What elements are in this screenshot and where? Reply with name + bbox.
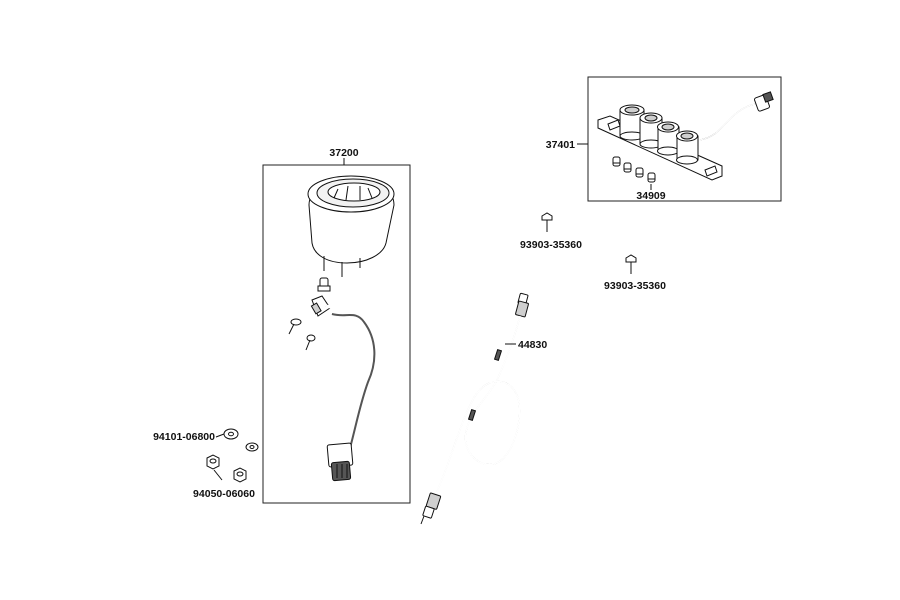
mount-screw-2 [305,334,316,351]
speedometer-cable [420,292,529,525]
washer-2 [245,442,259,452]
bulbs-group [612,156,656,183]
label-37200: 37200 [329,147,358,159]
label-94050-06060: 94050-06060 [193,488,255,500]
speedometer-group-box [262,164,411,504]
bulb-socket [317,277,331,292]
mount-screw-1 [288,318,302,335]
washer-leader-line [215,433,225,438]
indicator-lamp-assembly [597,91,774,181]
label-37401: 37401 [546,139,575,151]
wiring-harness [310,295,376,482]
speedometer-gauge [307,175,395,277]
nut-1 [206,454,220,470]
screw-a [541,212,553,232]
screw-b [625,254,637,274]
indicator-group-box [587,76,782,202]
label-93903-35360-a: 93903-35360 [520,239,582,251]
label-94101-06800: 94101-06800 [153,431,215,443]
label-44830: 44830 [518,339,547,351]
label-93903-35360-b: 93903-35360 [604,280,666,292]
label-34909: 34909 [636,190,665,202]
nut-2 [233,467,247,483]
washer-1 [223,428,239,440]
nut-leader-line [213,469,223,481]
